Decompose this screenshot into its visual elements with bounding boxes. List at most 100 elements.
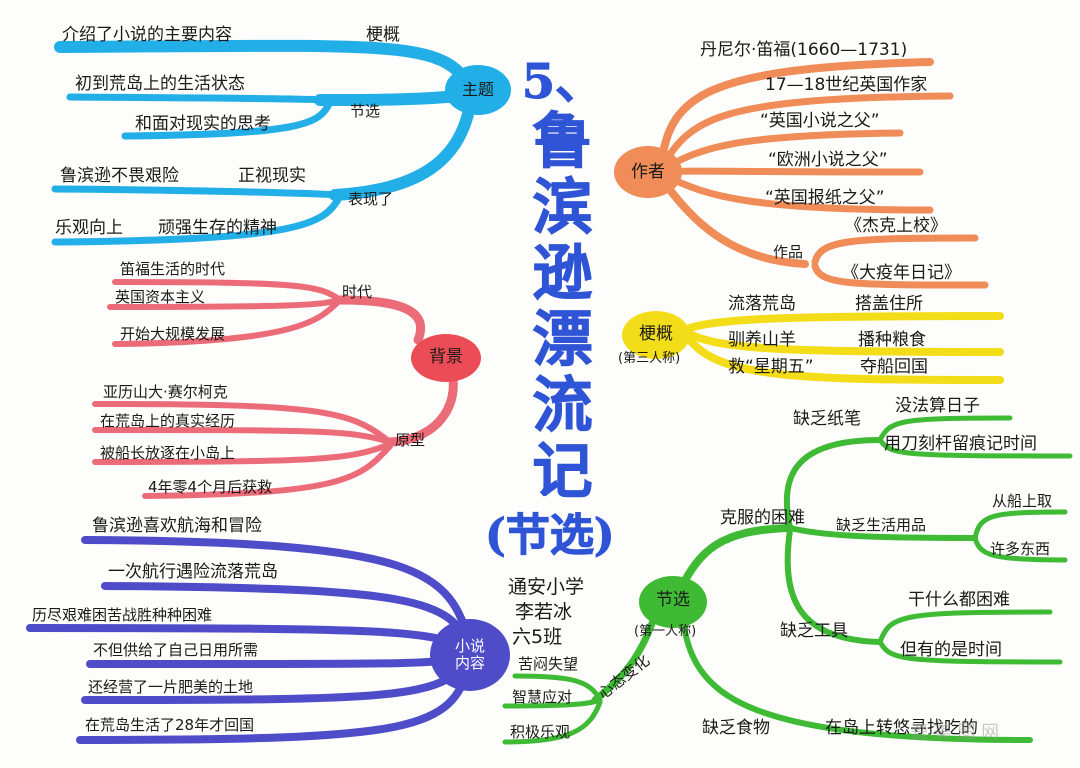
excerpt-supplies-label: 缺乏生活用品 (836, 516, 927, 534)
synopsis-node: 梗概 (622, 318, 690, 352)
excerpt-mood-item-1: 苦闷失望 (518, 655, 579, 673)
title-char-6: 记 (532, 437, 593, 507)
background-branch-era (335, 295, 426, 345)
background-era-item-2: 英国资本主义 (115, 288, 206, 306)
background-line-era-3 (112, 297, 343, 347)
excerpt-line-food (677, 597, 1033, 743)
theme-branch-summary (54, 39, 476, 92)
author-work-1: 《杰克上校》 (845, 216, 947, 236)
background-line-proto-4 (142, 443, 393, 499)
excerpt-line-supplies (787, 525, 978, 541)
synopsis-line-2 (686, 330, 1004, 356)
synopsis-item-5: 救“星期五” (728, 357, 814, 377)
content-item-1: 鲁滨逊喜欢航海和冒险 (92, 516, 262, 536)
background-proto-label: 原型 (395, 431, 426, 449)
excerpt-food-label: 缺乏食物 (702, 718, 770, 738)
watermark: 瓷 美 图 网 (910, 722, 1000, 743)
theme-expression-item-3: 乐观向上 (55, 218, 123, 238)
author-line-1 (656, 58, 934, 174)
excerpt-mood-item-3: 积极乐观 (510, 723, 571, 741)
excerpt-node-shape (639, 576, 707, 628)
author-item-4: “欧洲小说之父” (768, 150, 888, 170)
title-char-4: 漂 (532, 305, 593, 375)
excerpt-node: 节选 (639, 586, 707, 616)
background-node-label: 背景 (429, 347, 463, 368)
background-line-era-2 (107, 297, 343, 310)
excerpt-line-mood-2 (502, 697, 603, 709)
background-era-item-3: 开始大规模发展 (120, 325, 226, 343)
excerpt-mood-item-2: 智慧应对 (512, 688, 573, 706)
content-node-shape (430, 619, 510, 691)
theme-excerpt-item-1: 初到荒岛上的生活状态 (75, 74, 245, 94)
content-item-6: 在荒岛生活了28年才回国 (85, 716, 255, 734)
author-node: 作者 (614, 148, 682, 198)
excerpt-line-mood-1 (512, 673, 603, 703)
excerpt-food-text: 在岛上转悠寻找吃的 (825, 718, 978, 738)
excerpt-paper-label: 缺乏纸笔 (793, 409, 861, 429)
theme-branch-expression (329, 99, 476, 201)
title-char-2: 滨 (532, 173, 593, 243)
author-line-2 (656, 92, 954, 174)
theme-excerpt-label: 节选 (350, 102, 381, 120)
credit-class: 六5班 (512, 626, 563, 648)
author-line-work-2 (811, 262, 989, 289)
synopsis-item-6: 夺船回国 (860, 357, 928, 377)
theme-expression-item-1: 鲁滨逊不畏艰险 (60, 166, 179, 186)
excerpt-tools-item-2: 但有的是时间 (900, 640, 1002, 660)
synopsis-line-3 (686, 336, 1004, 384)
theme-summary-text: 介绍了小说的主要内容 (62, 25, 232, 45)
title-char-3: 逊 (532, 239, 593, 309)
theme-line-expression-1 (51, 185, 344, 199)
theme-expression-label: 表现了 (348, 190, 394, 208)
author-node-shape (614, 146, 682, 198)
excerpt-line-paper-2 (877, 437, 1073, 459)
background-line-era-1 (112, 279, 343, 303)
theme-excerpt-item-2: 和面对现实的思考 (135, 114, 271, 134)
credit-school: 通安小学 (508, 576, 585, 598)
synopsis-node-shape (622, 311, 690, 359)
background-line-proto-1 (92, 401, 393, 445)
theme-expression-item-4: 顽强生存的精神 (158, 218, 277, 238)
excerpt-supplies-item-1: 从船上取 (992, 492, 1053, 510)
theme-line-expression-2 (51, 192, 344, 246)
excerpt-line-tools (784, 527, 883, 645)
synopsis-node-label: 梗概 (639, 324, 673, 345)
author-line-4 (656, 167, 924, 176)
title-number: 5、 (521, 54, 604, 110)
background-proto-item-4: 4年零4个月后获救 (148, 478, 273, 496)
excerpt-line-paper (783, 437, 883, 531)
theme-node-shape (445, 65, 511, 115)
background-proto-item-2: 在荒岛上的真实经历 (100, 412, 236, 430)
background-line-proto-3 (92, 441, 393, 465)
excerpt-branch-overcome (676, 524, 794, 594)
content-node-label: 小说内容 (454, 636, 485, 672)
excerpt-tools-item-1: 干什么都困难 (908, 590, 1010, 610)
excerpt-note: (第一人称) (634, 624, 697, 639)
author-item-2: 17—18世纪英国作家 (765, 75, 928, 95)
excerpt-line-supplies-1 (972, 509, 1068, 541)
background-proto-item-3: 被船长放逐在小岛上 (100, 444, 236, 462)
background-node-shape (411, 334, 481, 382)
theme-summary-label: 梗概 (366, 25, 400, 45)
synopsis-item-4: 播种粮食 (858, 330, 926, 350)
synopsis-note: (第三人称) (618, 351, 681, 366)
excerpt-line-tools-2 (877, 639, 1063, 665)
excerpt-line-paper-1 (877, 415, 1013, 443)
theme-node-label: 主题 (461, 79, 494, 99)
excerpt-line-mood-3 (502, 699, 603, 745)
title-subtitle: (节选) (485, 510, 616, 561)
credit-name: 李若冰 (515, 601, 573, 623)
content-item-5: 还经营了一片肥美的土地 (88, 678, 254, 696)
author-works-label: 作品 (773, 243, 804, 261)
author-line-work-1 (811, 234, 979, 266)
synopsis-item-2: 搭盖住所 (855, 294, 923, 314)
author-item-5: “英国报纸之父” (765, 188, 885, 208)
theme-line-excerpt-1 (66, 93, 334, 104)
theme-expression-item-2: 正视现实 (238, 166, 306, 186)
excerpt-paper-item-1: 没法算日子 (895, 396, 980, 416)
excerpt-line-supplies-2 (972, 535, 1068, 563)
synopsis-line-1 (686, 312, 1004, 332)
content-node: 小说内容 (438, 625, 502, 685)
